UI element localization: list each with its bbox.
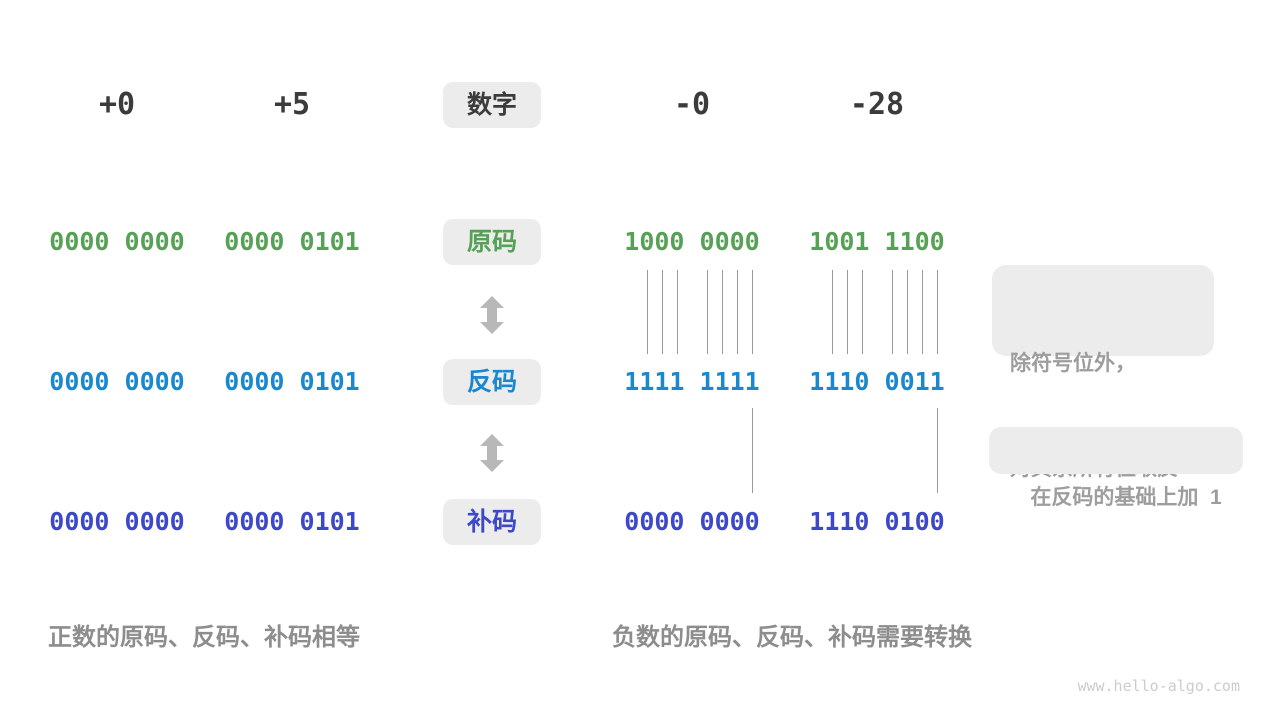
bit-connector-line — [892, 270, 893, 354]
bit-connector-line — [752, 408, 753, 493]
bit-connector-line — [707, 270, 708, 354]
up-down-arrow-icon — [480, 296, 504, 334]
bit-connector-line — [662, 270, 663, 354]
bit-connector-line — [832, 270, 833, 354]
sign-magnitude-value-minus0: 1000 0000 — [624, 227, 760, 256]
bit-connector-line — [937, 270, 938, 354]
bit-connector-line — [752, 270, 753, 354]
row-label-ones-complement: 反码 — [443, 359, 541, 405]
bit-connector-line — [922, 270, 923, 354]
caption-negative-numbers: 负数的原码、反码、补码需要转换 — [612, 624, 972, 651]
bit-connector-line — [677, 270, 678, 354]
twos-complement-value-plus5: 0000 0101 — [224, 507, 360, 536]
column-header-plus0: +0 — [98, 87, 136, 122]
twos-complement-value-plus0: 0000 0000 — [49, 507, 185, 536]
column-header-minus28: -28 — [849, 87, 905, 122]
note-line: 在反码的基础上加 1 — [1030, 486, 1222, 509]
bit-connector-line — [737, 270, 738, 354]
note-line: 除符号位外， — [1010, 352, 1136, 375]
ones-complement-value-plus0: 0000 0000 — [49, 367, 185, 396]
up-down-arrow-icon — [480, 434, 504, 472]
bit-connector-line — [862, 270, 863, 354]
sign-magnitude-value-plus0: 0000 0000 — [49, 227, 185, 256]
twos-complement-value-minus28: 1110 0100 — [809, 507, 945, 536]
row-label-twos-complement: 补码 — [443, 499, 541, 545]
note-add-one: 在反码的基础上加 1 — [989, 427, 1243, 509]
header-label-number: 数字 — [443, 82, 541, 128]
site-watermark: www.hello-algo.com — [1077, 677, 1240, 695]
row-label-sign-magnitude: 原码 — [443, 219, 541, 265]
note-invert-bits: 除符号位外， 对其余所有位取反 — [992, 265, 1214, 480]
ones-complement-value-minus0: 1111 1111 — [624, 367, 760, 396]
caption-positive-numbers: 正数的原码、反码、补码相等 — [48, 624, 360, 651]
bit-connector-line — [937, 408, 938, 493]
twos-complement-value-minus0: 0000 0000 — [624, 507, 760, 536]
bit-connector-line — [907, 270, 908, 354]
ones-complement-value-plus5: 0000 0101 — [224, 367, 360, 396]
column-header-minus0: -0 — [673, 87, 711, 122]
bit-connector-line — [722, 270, 723, 354]
bit-connector-line — [847, 270, 848, 354]
bit-connector-line — [647, 270, 648, 354]
column-header-plus5: +5 — [273, 87, 311, 122]
sign-magnitude-value-minus28: 1001 1100 — [809, 227, 945, 256]
sign-magnitude-value-plus5: 0000 0101 — [224, 227, 360, 256]
ones-complement-value-minus28: 1110 0011 — [809, 367, 945, 396]
